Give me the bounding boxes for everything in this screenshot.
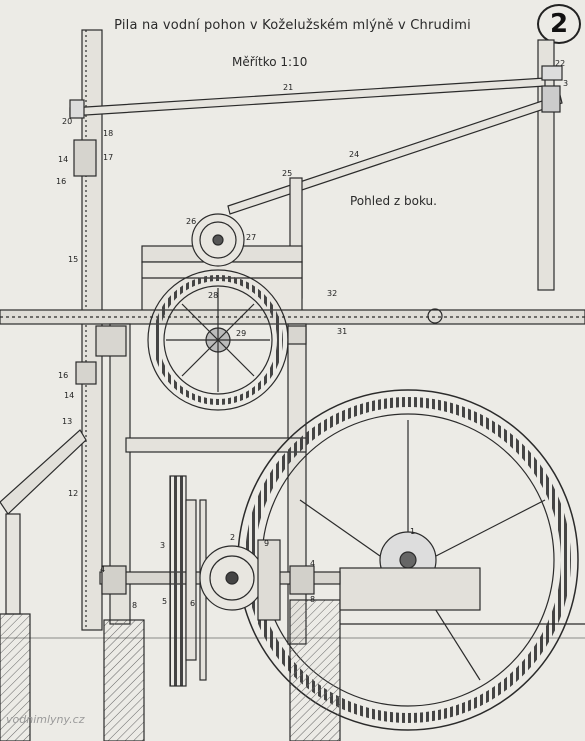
label-5: 5 bbox=[162, 597, 167, 606]
gear-2-hub bbox=[257, 539, 281, 621]
foundation-left bbox=[0, 613, 31, 741]
drawing-title: Pila na vodní pohon v Koželužském mlýně … bbox=[114, 18, 471, 33]
crank-wheel bbox=[191, 213, 245, 267]
label-8-right: 8 bbox=[310, 595, 315, 604]
upper-gear-wheel bbox=[147, 269, 289, 411]
label-16-low: 16 bbox=[58, 371, 68, 380]
label-14-top: 14 bbox=[58, 155, 68, 164]
label-24: 24 bbox=[349, 150, 359, 159]
label-8-left: 8 bbox=[132, 601, 137, 610]
inner-right-post bbox=[287, 323, 307, 645]
bearing-4-left bbox=[101, 565, 127, 595]
label-25: 25 bbox=[282, 169, 292, 178]
label-17: 17 bbox=[103, 153, 113, 162]
guide-rail bbox=[0, 308, 585, 325]
foundation-mid bbox=[103, 619, 145, 741]
label-13: 13 bbox=[62, 417, 72, 426]
bracket-22 bbox=[541, 65, 563, 81]
label-29: 29 bbox=[236, 329, 246, 338]
label-28: 28 bbox=[208, 291, 218, 300]
part-20 bbox=[69, 99, 85, 119]
label-4-right: 4 bbox=[310, 559, 315, 568]
sheet-number: 2 bbox=[537, 4, 581, 44]
label-22: 22 bbox=[555, 59, 565, 68]
label-31: 31 bbox=[337, 327, 347, 336]
part-14-17-block bbox=[73, 139, 97, 177]
left-roof bbox=[0, 429, 87, 615]
part-16-lower bbox=[75, 361, 97, 385]
label-2: 2 bbox=[230, 533, 235, 542]
bracket-3 bbox=[541, 85, 561, 113]
view-label: Pohled z boku. bbox=[350, 194, 437, 208]
label-20: 20 bbox=[62, 117, 72, 126]
label-26: 26 bbox=[186, 217, 196, 226]
label-6: 6 bbox=[190, 599, 195, 608]
label-18: 18 bbox=[103, 129, 113, 138]
label-16-top: 16 bbox=[56, 177, 66, 186]
label-1: 1 bbox=[410, 527, 415, 536]
label-32: 32 bbox=[327, 289, 337, 298]
label-21: 21 bbox=[283, 83, 293, 92]
foundation-right bbox=[289, 599, 341, 741]
label-14-low: 14 bbox=[64, 391, 74, 400]
label-12: 12 bbox=[68, 489, 78, 498]
pitman-rod bbox=[227, 94, 563, 215]
label-4-left: 4 bbox=[100, 565, 105, 574]
gear-3 bbox=[169, 475, 197, 687]
post-cap-right bbox=[287, 325, 307, 345]
watermark: vodnimlyny.cz bbox=[6, 713, 85, 726]
label-3-top: 3 bbox=[563, 79, 568, 88]
wheel-bearing-block bbox=[339, 567, 481, 611]
label-27: 27 bbox=[246, 233, 256, 242]
drawing-scale: Měřítko 1:10 bbox=[232, 55, 308, 69]
part-labels: 21 22 3 20 18 17 14 16 15 24 25 26 27 28… bbox=[56, 59, 568, 610]
label-9: 9 bbox=[264, 539, 269, 548]
label-15: 15 bbox=[68, 255, 78, 264]
post-cap-left bbox=[95, 325, 127, 357]
label-3: 3 bbox=[160, 541, 165, 550]
bearing-4-right bbox=[289, 565, 315, 595]
pulley-9 bbox=[199, 545, 265, 611]
upper-lever bbox=[69, 77, 546, 117]
